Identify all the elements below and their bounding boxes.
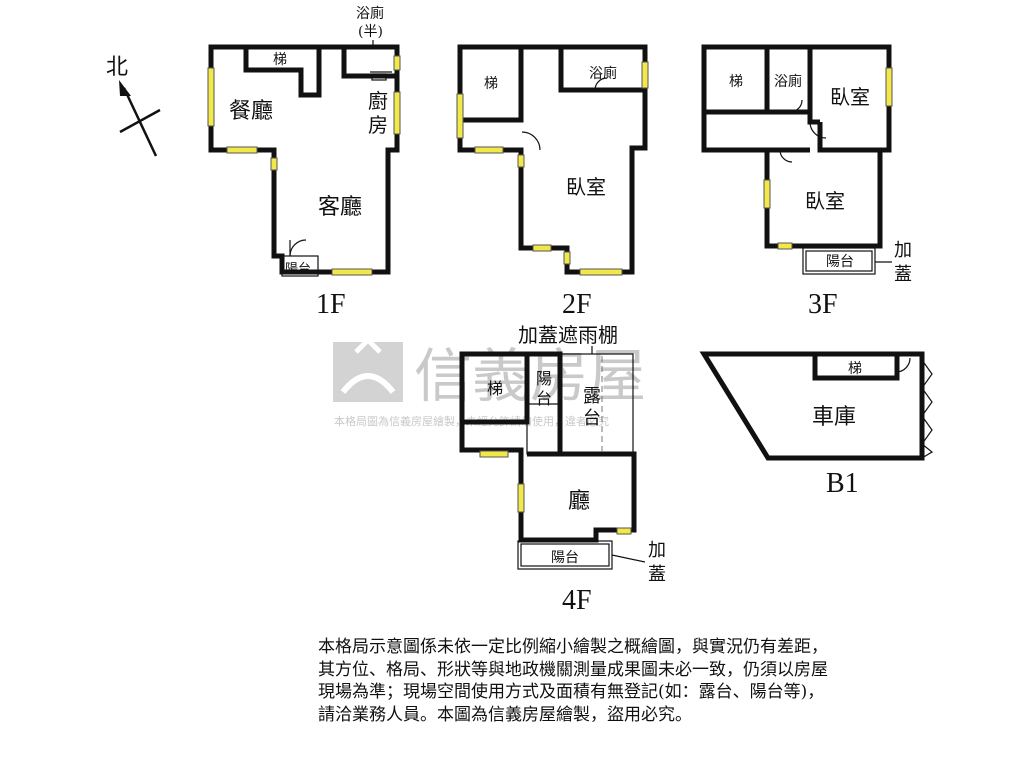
compass-arrow-head-icon <box>119 80 131 96</box>
floor-label-3f: 3F <box>808 289 838 320</box>
4f-hall: 廳 <box>568 489 590 514</box>
4f-annotation-2: 蓋 <box>648 564 666 585</box>
1f-kitchen-2: 房 <box>368 113 388 137</box>
4f-annotation-top: 加蓋遮雨棚 <box>518 323 618 347</box>
1f-dining: 餐廳 <box>229 99 273 124</box>
3f-bedroom-b: 臥室 <box>805 189 845 213</box>
2f-bedroom: 臥室 <box>566 175 606 199</box>
floor-3f: 梯 浴廁 臥室 臥室 陽台 加 蓋 3F <box>701 44 912 320</box>
watermark-logo-icon <box>333 342 403 402</box>
1f-balcony: 陽台 <box>285 262 311 277</box>
4f-balcony-top-1: 陽 <box>536 369 552 388</box>
2f-stairs: 梯 <box>484 76 498 92</box>
4f-balcony-bottom: 陽台 <box>551 550 579 566</box>
floor-2f: 梯 浴廁 臥室 2F <box>456 44 649 320</box>
b1-garage: 車庫 <box>812 405 856 430</box>
4f-stairs: 梯 <box>487 379 503 398</box>
3f-annotation-2: 蓋 <box>894 264 912 285</box>
compass-cross-line <box>119 108 161 134</box>
1f-living: 客廳 <box>318 195 362 220</box>
3f-bedroom-a: 臥室 <box>830 85 870 109</box>
compass-north-label: 北 <box>106 55 128 80</box>
floor-4f: 加蓋遮雨棚 梯 陽 台 露 台 廳 陽台 加 蓋 4F <box>459 323 666 616</box>
4f-annotation-1: 加 <box>648 540 666 561</box>
1f-bath-half-note: (半) <box>358 24 383 40</box>
4f-terrace-2: 台 <box>583 408 601 429</box>
floor-b1: 梯 車庫 B1 <box>699 351 934 499</box>
floor-label-2f: 2F <box>562 289 592 320</box>
1f-kitchen-1: 廚 <box>368 89 388 113</box>
floor-label-b1: B1 <box>826 468 859 499</box>
b1-stairs: 梯 <box>848 361 862 377</box>
4f-balcony-top-2: 台 <box>536 389 552 408</box>
3f-balcony: 陽台 <box>826 254 854 270</box>
2f-bath: 浴廁 <box>589 65 617 82</box>
compass: 北 <box>106 55 161 157</box>
1f-stairs: 梯 <box>273 52 287 68</box>
3f-bath: 浴廁 <box>774 73 802 90</box>
floor-1f: 梯 餐廳 浴廁 (半) 廚 房 客廳 陽台 1F <box>207 5 401 320</box>
3f-stairs: 梯 <box>729 74 743 90</box>
3f-annotation-1: 加 <box>894 240 912 261</box>
floor-label-1f: 1F <box>316 289 346 320</box>
4f-terrace-1: 露 <box>583 386 601 407</box>
disclaimer-text: 本格局示意圖係未依一定比例縮小繪製之概繪圖，與實況仍有差距，其方位、格局、形狀等… <box>318 637 828 725</box>
floor-label-4f: 4F <box>562 585 592 616</box>
1f-bath-half: 浴廁 <box>356 5 384 22</box>
